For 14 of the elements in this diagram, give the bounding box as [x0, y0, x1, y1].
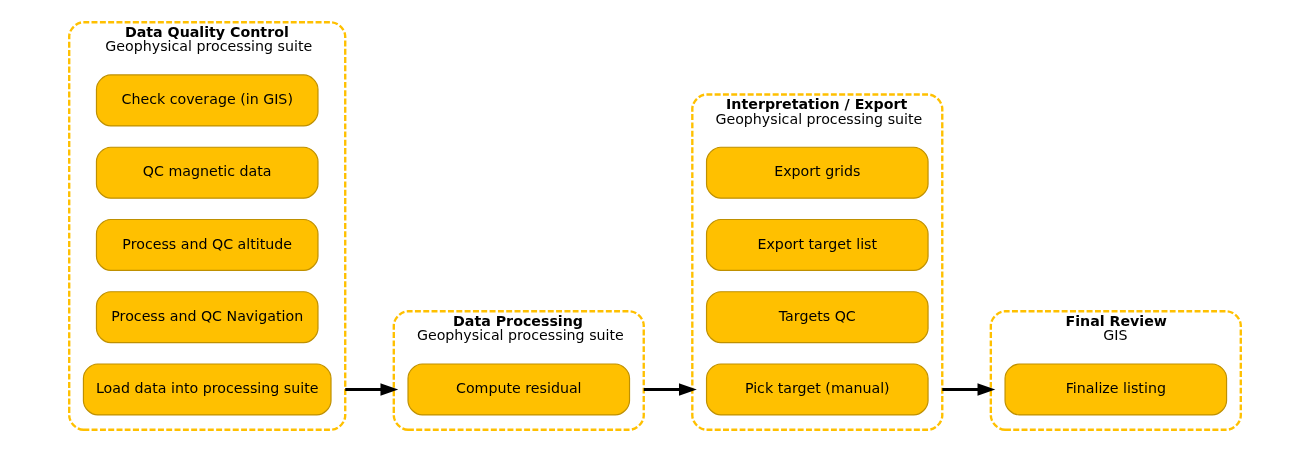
node-box: Compute residual [407, 363, 631, 416]
node-box: QC magnetic data [95, 146, 319, 199]
node-box: Check coverage (in GIS) [95, 74, 319, 127]
node-box: Process and QC altitude [95, 218, 319, 271]
arrow [345, 383, 399, 396]
node-box: Pick target (manual) [705, 363, 929, 416]
node-box: Process and QC Navigation [95, 291, 319, 344]
node-box: Targets QC [705, 291, 929, 344]
node-box: Load data into processing suite [82, 363, 332, 416]
arrow [942, 383, 996, 396]
node-box: Export target list [705, 218, 929, 271]
arrow [643, 383, 697, 396]
node-box: Export grids [705, 146, 929, 199]
node-box: Finalize listing [1004, 363, 1228, 416]
